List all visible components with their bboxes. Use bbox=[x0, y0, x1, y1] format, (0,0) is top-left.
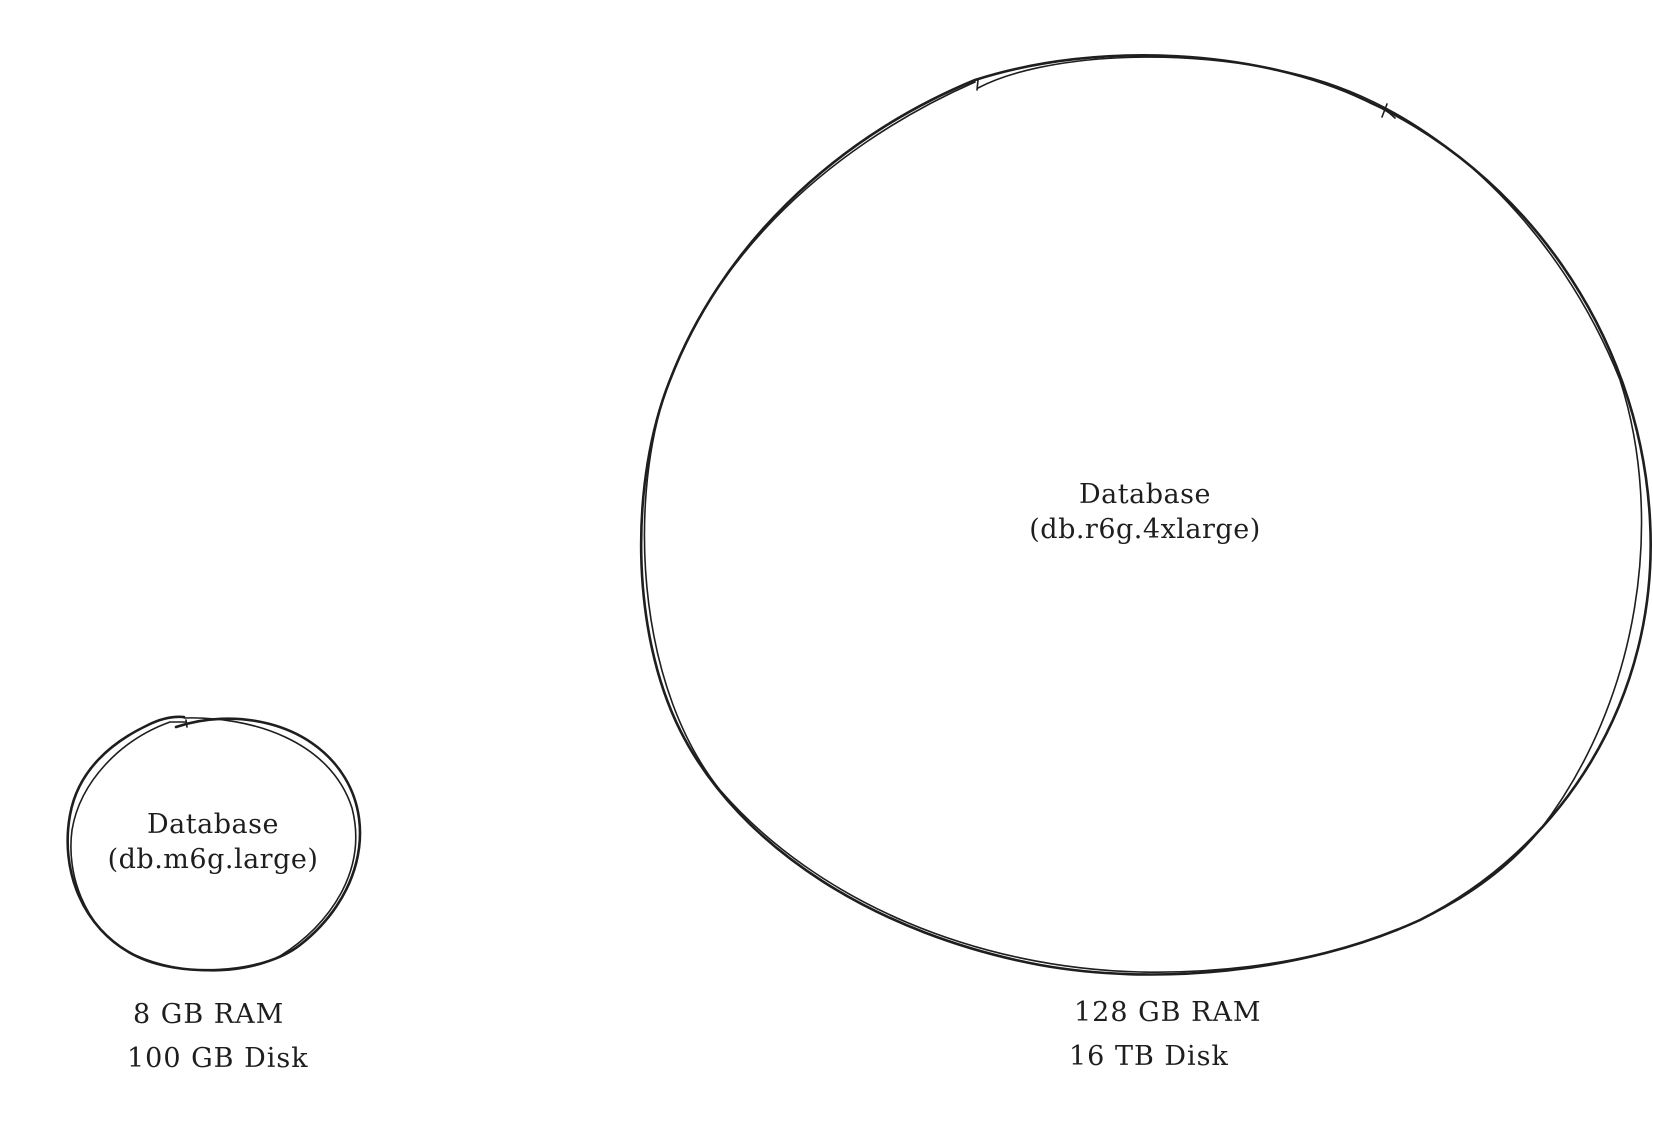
large-database-ram: 128 GB RAM bbox=[1074, 997, 1262, 1028]
large-database-circle-overstroke bbox=[643, 56, 1643, 973]
small-database-node[interactable]: Database (db.m6g.large) bbox=[66, 715, 362, 972]
small-database-disk: 100 GB Disk bbox=[127, 1043, 309, 1074]
large-database-title: Database bbox=[1079, 479, 1211, 510]
small-database-instance-type: (db.m6g.large) bbox=[108, 844, 319, 875]
small-database-ram: 8 GB RAM bbox=[133, 999, 284, 1030]
large-database-disk: 16 TB Disk bbox=[1069, 1041, 1229, 1072]
small-database-title: Database bbox=[147, 809, 279, 840]
small-database-circle-overstroke bbox=[70, 717, 357, 972]
large-database-node[interactable]: Database (db.r6g.4xlarge) bbox=[639, 54, 1652, 976]
large-database-instance-type: (db.r6g.4xlarge) bbox=[1029, 514, 1260, 545]
